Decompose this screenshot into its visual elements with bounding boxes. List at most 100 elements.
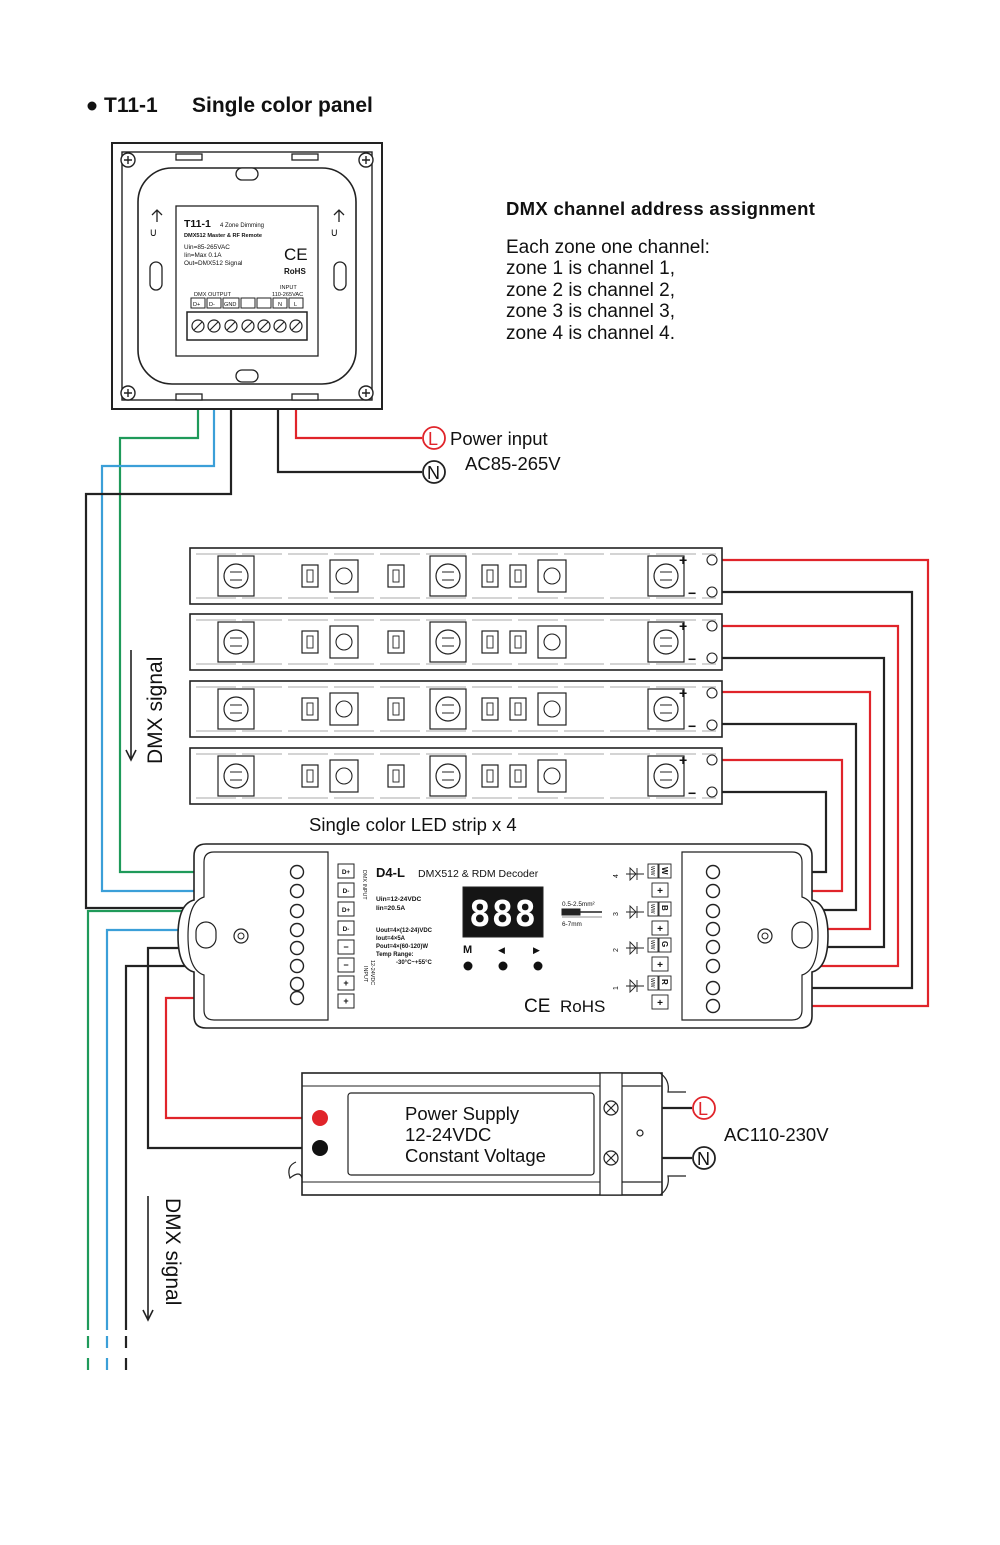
button-left-label: ◀ [498, 945, 505, 955]
decoder-output-terminal [705, 939, 721, 955]
channel-ww-label: WW [649, 940, 655, 950]
led-strip: +− [189, 613, 723, 671]
decoder-clip-left [195, 921, 217, 949]
psu-ac-L-circle [692, 1096, 716, 1120]
button-left[interactable] [498, 961, 508, 971]
led-icon [435, 563, 461, 589]
decoder-ce-mark: CE [524, 996, 550, 1017]
strip-trace [196, 619, 716, 665]
decoder-model: D4-L [376, 865, 405, 880]
strip-trace [196, 553, 716, 599]
decoder-power-input-range: 12-24VDC [369, 960, 375, 985]
led-icon [653, 629, 679, 655]
solder-pad [301, 697, 319, 721]
panel-spec1: Uin=85-265VAC [184, 244, 230, 251]
panel-slots [149, 153, 347, 401]
assignment-heading: DMX channel address assignment [506, 198, 816, 219]
led-chip [217, 555, 255, 597]
solder-pad [387, 630, 405, 654]
channel-plus-label: + [657, 998, 663, 1009]
channel-number: 4 [613, 874, 620, 878]
solder-pad [481, 630, 499, 654]
decoder-rohs: RoHS [560, 997, 605, 1016]
led-chip [217, 755, 255, 797]
channel-led-icon [626, 940, 644, 956]
decoder-terminal-label: + [343, 996, 348, 1006]
led-icon [223, 696, 249, 722]
solder-pad [301, 764, 319, 788]
psu-ac-range: AC110-230V [724, 1124, 829, 1145]
channel-letter-box [658, 975, 672, 991]
panel-terminal-dplus: D+ [193, 302, 200, 308]
button-m[interactable] [463, 961, 473, 971]
up-arrow-icon [151, 209, 345, 222]
channel-plus-box [651, 920, 669, 936]
led-icon [653, 696, 679, 722]
decoder-temp-range: Temp Range: [376, 952, 414, 958]
channel-ww-box [647, 901, 659, 917]
panel-desc2: DMX512 Master & RF Remote [184, 233, 262, 239]
psu-line3: Constant Voltage [405, 1145, 546, 1166]
led-chip [429, 621, 467, 663]
solder-pad [509, 630, 527, 654]
channel-assignment: DMX channel address assignment Each zone… [506, 198, 926, 344]
psu-ac-L: L [698, 1099, 708, 1119]
strip-minus-label: − [688, 585, 696, 601]
panel-dmx-output-label: DMX OUTPUT [194, 292, 232, 298]
strip-trace [196, 753, 716, 799]
resistor-chip [537, 559, 567, 593]
panel-terminal-gnd: GND [224, 302, 236, 308]
decoder-desc: DMX512 & RDM Decoder [418, 868, 539, 880]
power-input-L-circle [422, 426, 446, 450]
dmx-signal-indicator-top: DMX signal [125, 650, 167, 764]
decoder-output-terminal [705, 883, 721, 899]
led-icon [653, 563, 679, 589]
led-strip: +− [189, 680, 723, 738]
channel-led-icon [626, 978, 644, 994]
power-input-range: AC85-265V [465, 453, 561, 474]
resistor-chip [537, 625, 567, 659]
panel-screws [120, 152, 374, 401]
channel-ww-label: WW [649, 866, 655, 876]
led-icon [223, 563, 249, 589]
decoder-input-terminal [289, 864, 305, 880]
button-right[interactable] [533, 961, 543, 971]
decoder-terminal-label: − [343, 942, 348, 952]
panel-inner-frame [121, 151, 373, 401]
strip-plus-label: + [679, 618, 687, 634]
solder-pad [301, 564, 319, 588]
decoder-output-terminal [705, 980, 721, 996]
decoder-output-terminal [705, 864, 721, 880]
mount-hole-icon [233, 928, 249, 944]
decoder-terminal-label-box [337, 975, 355, 991]
decoder-inner-right [681, 851, 819, 1021]
channel-ww-label: WW [649, 978, 655, 988]
strip-plus-label: + [679, 752, 687, 768]
decoder-input-terminal [289, 883, 305, 899]
channel-ww-box [647, 937, 659, 953]
psu-minus-terminal [312, 1140, 328, 1156]
psu-label-panel [347, 1092, 595, 1176]
down-arrow-icon [142, 1196, 154, 1322]
decoder-terminal-label-box [337, 882, 355, 898]
strip-minus-pad [706, 719, 718, 731]
channel-letter: R [660, 979, 669, 985]
panel-terminal-n: N [278, 302, 282, 308]
strip-plus-label: + [679, 552, 687, 568]
dmx-signal-label-bottom: DMX signal [161, 1198, 184, 1305]
up-label: ᑌ [331, 228, 338, 238]
assignment-line: zone 1 is channel 1, [506, 258, 676, 279]
channel-led-icon [626, 866, 644, 882]
wire-strip1-minus [712, 590, 914, 990]
panel-rohs: RoHS [284, 267, 306, 276]
panel-terminal-l: L [294, 302, 297, 308]
solder-pad [387, 764, 405, 788]
strip-plus-pad [706, 554, 718, 566]
psu-ac-N: N [697, 1149, 710, 1169]
decoder-inner-left [187, 851, 329, 1021]
solder-pad [509, 697, 527, 721]
down-arrow-icon [125, 650, 137, 762]
channel-plus-box [651, 994, 669, 1010]
strip-minus-label: − [688, 651, 696, 667]
